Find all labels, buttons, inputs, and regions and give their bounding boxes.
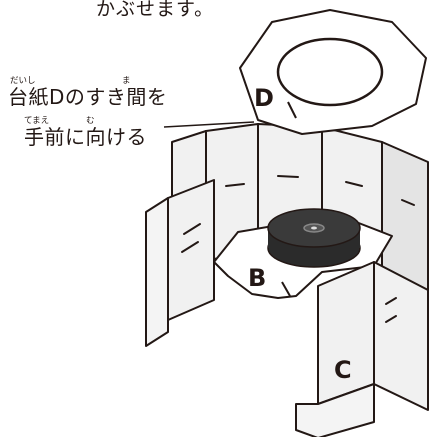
front-flap-left	[167, 179, 215, 321]
slot-back-2	[277, 175, 299, 178]
top-cover-slit	[287, 101, 297, 119]
assembly-note: だいし ま 台紙Dのすき間を てまえ む 手前に向ける	[6, 74, 167, 154]
turntable-center	[311, 226, 317, 230]
slot-back-1	[225, 183, 245, 187]
top-cover-hole	[276, 37, 384, 107]
slot-back-4	[401, 199, 415, 206]
front-flap-left-outer	[145, 197, 169, 347]
note-line-1: だいし ま 台紙Dのすき間を	[8, 74, 167, 114]
ruby-temae: てまえ	[24, 116, 50, 126]
slot-left-2	[181, 241, 199, 253]
ruby-mu: む	[86, 116, 95, 126]
label-c: C	[334, 356, 352, 384]
base-card-b-notch	[281, 281, 291, 297]
label-b: B	[248, 264, 266, 292]
ruby-daishi: だいし	[10, 76, 36, 86]
leader-line	[163, 121, 255, 128]
slot-c-2	[385, 315, 397, 323]
note-line-2-text: 手前に向ける	[24, 125, 147, 149]
slot-left-1	[183, 223, 201, 235]
front-tab-c	[295, 383, 375, 437]
slot-back-3	[345, 181, 363, 187]
label-d: D	[254, 84, 274, 112]
slot-c-1	[385, 297, 397, 305]
instruction-caption: かぶせます。	[96, 0, 215, 20]
note-line-1-text: 台紙Dのすき間を	[8, 85, 168, 109]
ruby-ma: ま	[122, 76, 131, 86]
